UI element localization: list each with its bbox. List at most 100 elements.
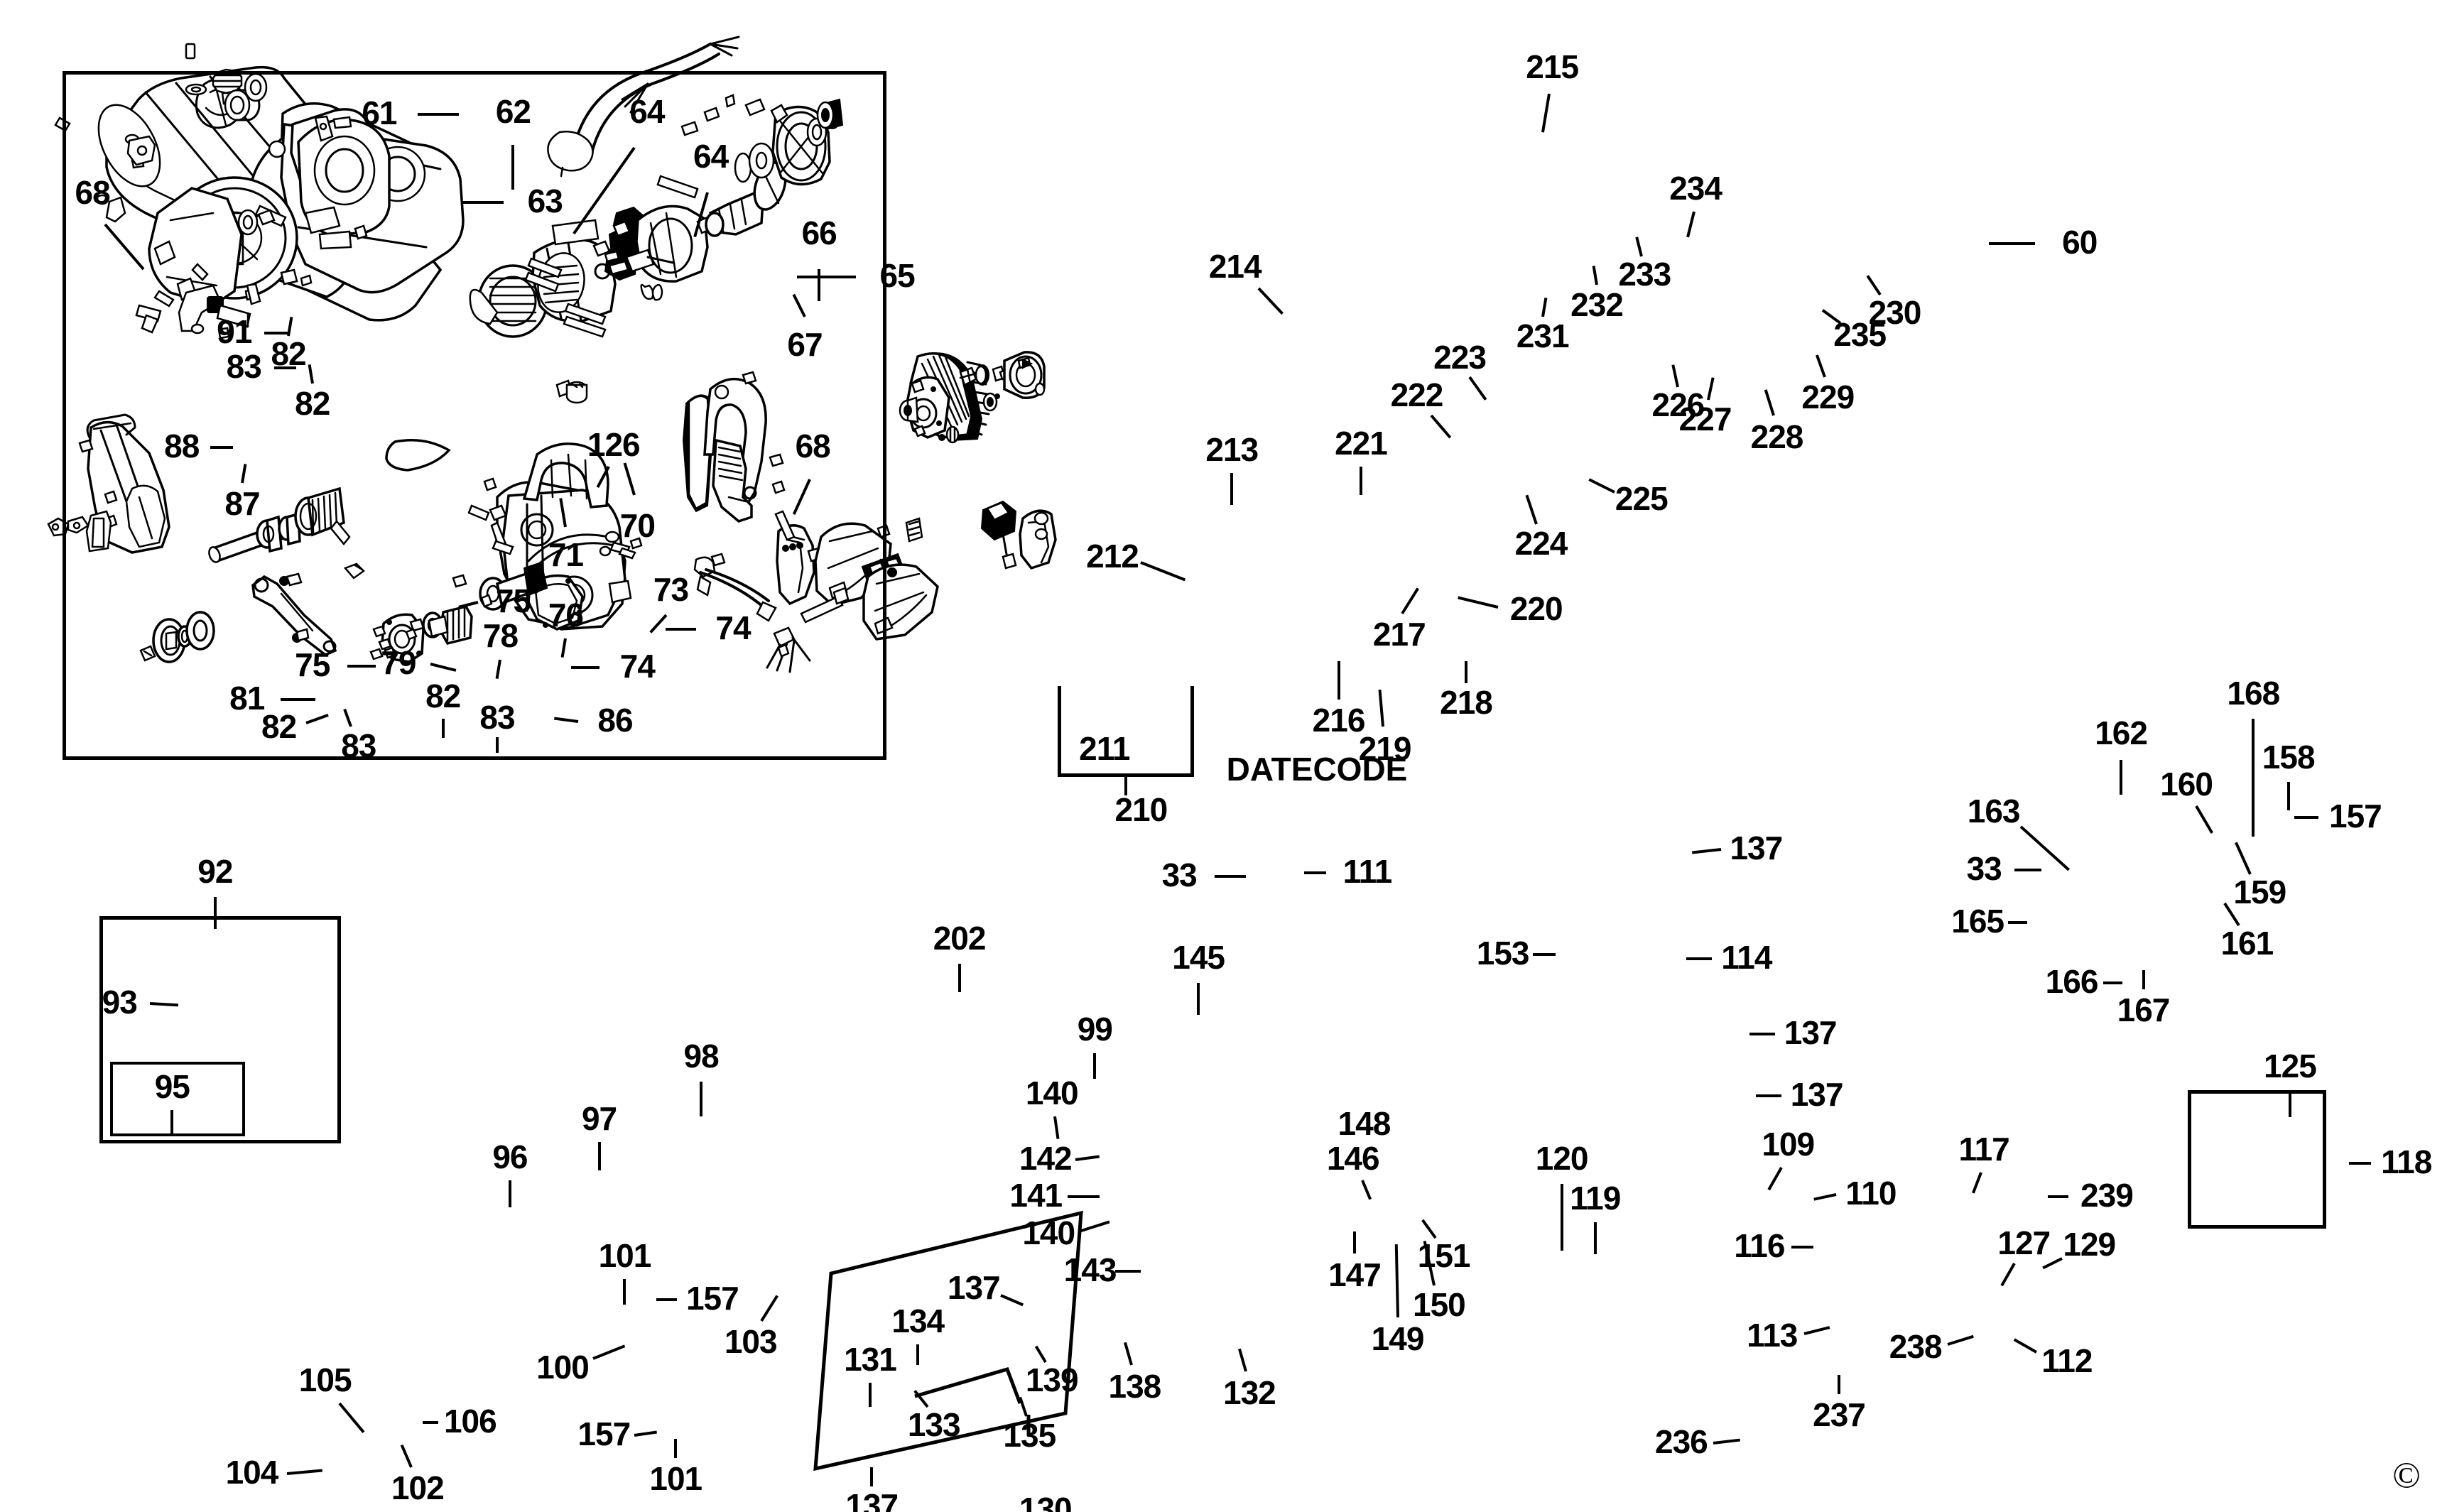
callout-label-112-132: 112 <box>2041 1342 2093 1379</box>
callout-label-92-74: 92 <box>197 853 233 891</box>
callout-label-219-41: 219 <box>1358 730 1412 768</box>
callout-label-117-125: 117 <box>1958 1130 2010 1168</box>
callout-label-129-128: 129 <box>2063 1226 2116 1263</box>
callout-label-62-2: 62 <box>495 93 531 131</box>
leader-line-137-112 <box>870 1467 874 1486</box>
leader-line-125-133 <box>2288 1091 2291 1117</box>
leader-line-88-31 <box>210 446 233 450</box>
callout-label-88-31: 88 <box>164 428 200 465</box>
callout-label-33-60: 33 <box>1161 856 1198 893</box>
callout-label-74-15: 74 <box>619 647 656 685</box>
callout-label-230-52: 230 <box>1868 293 1922 331</box>
callout-label-235-57: 235 <box>1833 316 1887 354</box>
callout-label-113-124: 113 <box>1747 1317 1798 1354</box>
callout-label-131-107: 131 <box>844 1340 897 1378</box>
leader-line-147-100 <box>1352 1231 1356 1254</box>
leader-line-158-72 <box>2286 782 2290 811</box>
leader-line-134-106 <box>916 1344 920 1366</box>
leader-line-167-67 <box>2142 970 2145 989</box>
callout-label-137-117: 137 <box>1784 1013 1838 1051</box>
spring-and-shaft <box>139 486 365 663</box>
leader-line-106-89 <box>422 1421 438 1425</box>
armature-group-stem <box>1124 776 1127 795</box>
callout-label-93-75: 93 <box>102 984 138 1021</box>
callout-label-120-119: 120 <box>1535 1140 1589 1177</box>
callout-label-150-102: 150 <box>1413 1286 1466 1324</box>
leader-line-66-7 <box>818 268 821 301</box>
callout-label-97-78: 97 <box>581 1099 617 1137</box>
switch-assembly-group-box <box>2188 1090 2326 1229</box>
leader-line-81-21 <box>280 697 316 701</box>
callout-label-105-86: 105 <box>298 1361 352 1398</box>
callout-label-79-20: 79 <box>381 644 416 682</box>
leader-line-120-119 <box>1560 1183 1563 1251</box>
leader-line-91-32 <box>264 331 291 335</box>
callout-label-153-114: 153 <box>1476 934 1530 972</box>
leader-line-131-107 <box>868 1383 872 1407</box>
callout-label-91-32: 91 <box>217 312 252 350</box>
callout-label-82-24: 82 <box>261 708 297 746</box>
callout-label-137-118: 137 <box>1790 1076 1844 1114</box>
callout-label-82-23: 82 <box>295 384 330 422</box>
callout-label-161-68: 161 <box>2220 925 2274 962</box>
callout-label-137-105: 137 <box>947 1268 1001 1306</box>
callout-label-101-85: 101 <box>649 1459 702 1497</box>
callout-label-81-21: 81 <box>229 679 265 717</box>
callout-label-214-34: 214 <box>1208 247 1262 285</box>
callout-label-63-3: 63 <box>527 182 563 219</box>
leader-line-202-90 <box>957 964 961 993</box>
callout-label-68-9: 68 <box>75 174 111 212</box>
callout-label-158-72: 158 <box>2262 738 2316 776</box>
callout-label-64-4: 64 <box>629 93 665 131</box>
callout-label-145-97: 145 <box>1172 939 1225 977</box>
callout-label-233-55: 233 <box>1618 255 1671 293</box>
callout-label-236-131: 236 <box>1655 1423 1708 1461</box>
leader-line-33-64 <box>2014 868 2041 871</box>
leader-line-75-17 <box>347 664 376 668</box>
callout-label-101-80: 101 <box>598 1236 652 1274</box>
callout-label-168-71: 168 <box>2227 674 2280 712</box>
callout-label-151-103: 151 <box>1417 1236 1471 1274</box>
callout-label-137-112: 137 <box>845 1487 899 1512</box>
leader-line-118-134 <box>2348 1161 2372 1165</box>
callout-label-146-98: 146 <box>1326 1140 1380 1177</box>
callout-label-33-64: 33 <box>1966 849 2002 887</box>
callout-label-167-67: 167 <box>2117 991 2171 1029</box>
leader-line-119-120 <box>1593 1222 1597 1254</box>
callout-label-86-29: 86 <box>597 702 633 739</box>
callout-label-232-54: 232 <box>1570 285 1624 323</box>
callout-label-229-51: 229 <box>1801 378 1855 415</box>
callout-label-140-92: 140 <box>1025 1075 1079 1112</box>
callout-label-228-50: 228 <box>1750 418 1804 455</box>
callout-label-109-121: 109 <box>1762 1125 1815 1163</box>
callout-label-83-26: 83 <box>226 348 262 385</box>
callout-label-222-44: 222 <box>1390 376 1444 414</box>
saw-blade <box>385 439 451 472</box>
callout-label-149-101: 149 <box>1371 1320 1425 1357</box>
callout-label-98-79: 98 <box>683 1038 720 1075</box>
callout-label-125-133: 125 <box>2264 1047 2317 1084</box>
callout-label-138-111: 138 <box>1108 1367 1161 1405</box>
callout-label-160-70: 160 <box>2160 765 2213 803</box>
leader-line-157-81 <box>656 1298 678 1302</box>
leader-line-143-96 <box>1115 1270 1141 1273</box>
callout-label-73-13: 73 <box>653 571 689 609</box>
callout-label-225-47: 225 <box>1615 480 1669 518</box>
leader-line-95-76 <box>170 1110 174 1136</box>
small-parts-33-111 <box>555 379 588 404</box>
saw-housing <box>369 442 643 663</box>
callout-label-148-99: 148 <box>1338 1104 1391 1142</box>
leader-line-98-79 <box>700 1082 703 1117</box>
callout-label-103-82: 103 <box>724 1323 778 1361</box>
leader-line-157-73 <box>2294 815 2319 819</box>
leader-line-33-60 <box>1214 874 1247 878</box>
callout-label-211-59: 211 <box>1079 730 1130 768</box>
leader-line-168-71 <box>2252 718 2255 837</box>
callout-label-60-0: 60 <box>2062 224 2098 261</box>
callout-label-134-106: 134 <box>891 1302 945 1339</box>
callout-label-216-38: 216 <box>1312 702 1366 739</box>
leader-line-116-123 <box>1791 1246 1814 1249</box>
leader-line-165-65 <box>2007 920 2027 924</box>
